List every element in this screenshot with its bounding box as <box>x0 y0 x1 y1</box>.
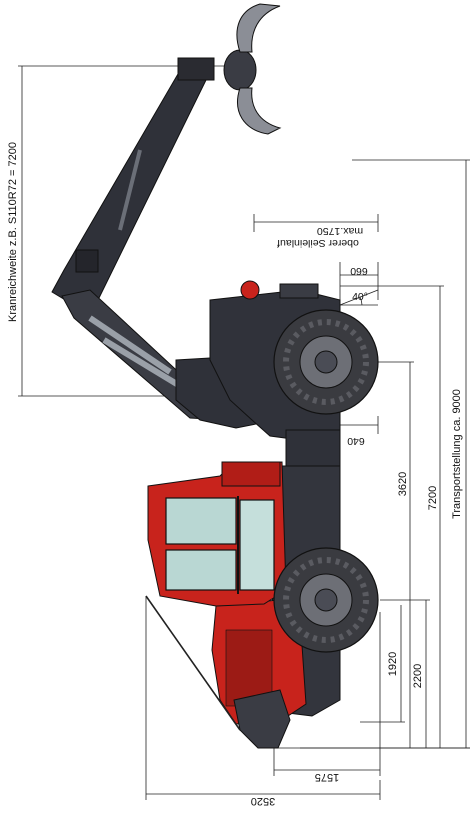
support-cable <box>145 595 241 731</box>
dimension-lines <box>18 65 470 800</box>
label-crane-reach: Kranreichweite z.B. S110R72 = 7200 <box>7 142 19 322</box>
rear-hitch <box>279 283 319 299</box>
grapple-hub <box>223 49 257 91</box>
articulation-joint <box>285 429 341 471</box>
grapple-jaw-lower <box>237 87 282 135</box>
crane-rotator <box>177 57 215 81</box>
label-dim-1920: 1920 <box>387 652 399 676</box>
dimension-labels: Kranreichweite z.B. S110R72 = 7200 Trans… <box>7 142 463 807</box>
cab <box>147 461 287 607</box>
crane-knuckle <box>75 249 99 273</box>
label-dim-1575: 1575 <box>315 771 339 783</box>
label-dim-640: 640 <box>347 435 365 447</box>
front-wheel <box>273 547 379 653</box>
front-blade <box>233 689 291 749</box>
cab-roof <box>221 461 281 487</box>
hydraulic-cylinder <box>118 149 142 231</box>
label-angle-40: 40° <box>352 291 368 303</box>
label-dim-3520: 3520 <box>251 795 275 807</box>
cab-window-lower <box>165 549 237 591</box>
rear-wheel <box>273 309 379 415</box>
label-cable-title: oberer Seileinlauf <box>277 237 359 249</box>
grapple-jaw-upper <box>236 3 281 53</box>
label-dim-2200: 2200 <box>412 664 424 688</box>
cab-window-side <box>239 499 275 591</box>
label-transport: Transportstellung ca. 9000 <box>451 389 463 519</box>
cab-window-upper <box>165 497 237 545</box>
cable-inlet-pulley <box>240 280 260 300</box>
label-dim-3620: 3620 <box>397 472 409 496</box>
label-cable-max: max.1750 <box>317 225 363 237</box>
hydraulic-cylinder <box>88 315 172 375</box>
label-dim-7200: 7200 <box>427 486 439 510</box>
label-dim-660: 660 <box>350 265 368 277</box>
